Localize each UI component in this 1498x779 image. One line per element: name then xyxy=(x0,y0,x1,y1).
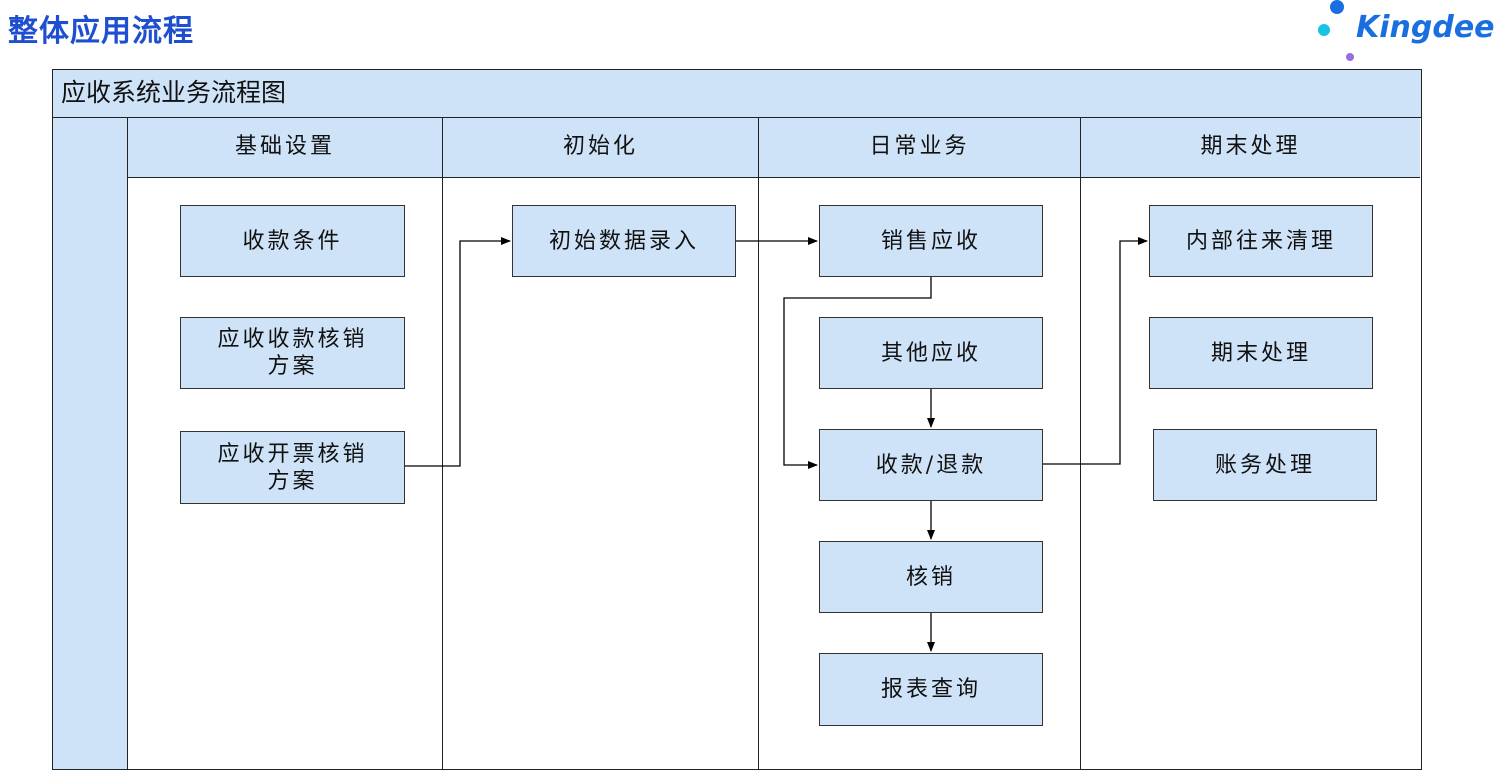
page-title: 整体应用流程 xyxy=(8,14,194,49)
node-payment-terms[interactable]: 收款条件 xyxy=(180,205,405,277)
left-lane-strip xyxy=(53,118,128,769)
node-ar-receipt-writeoff-scheme[interactable]: 应收收款核销 方案 xyxy=(180,317,405,389)
node-other-receivable[interactable]: 其他应收 xyxy=(819,317,1043,389)
lane-initialization: 初始化 xyxy=(443,118,759,769)
node-report-query[interactable]: 报表查询 xyxy=(819,653,1043,726)
logo-dot-blue xyxy=(1330,0,1344,14)
logo-dot-cyan xyxy=(1318,24,1330,36)
lane-header-daily-business: 日常业务 xyxy=(759,118,1080,178)
lane-period-end: 期末处理 xyxy=(1081,118,1420,769)
node-initial-data-entry[interactable]: 初始数据录入 xyxy=(512,205,736,277)
node-ar-invoice-writeoff-scheme[interactable]: 应收开票核销 方案 xyxy=(180,431,405,504)
logo-text: Kingdee xyxy=(1356,10,1495,45)
node-receipt-refund[interactable]: 收款/退款 xyxy=(819,429,1043,501)
node-internal-clearing[interactable]: 内部往来清理 xyxy=(1149,205,1373,277)
lane-header-basic-settings: 基础设置 xyxy=(128,118,442,178)
logo-dot-purple xyxy=(1346,53,1354,61)
lane-basic-settings: 基础设置 xyxy=(128,118,443,769)
lane-header-initialization: 初始化 xyxy=(443,118,758,178)
lane-header-period-end: 期末处理 xyxy=(1081,118,1420,178)
flowchart-title: 应收系统业务流程图 xyxy=(53,70,1421,118)
flowchart: 应收系统业务流程图 基础设置 初始化 日常业务 期末处理 xyxy=(52,69,1422,770)
node-accounting[interactable]: 账务处理 xyxy=(1153,429,1377,501)
kingdee-logo: Kingdee xyxy=(1308,0,1498,64)
node-period-end[interactable]: 期末处理 xyxy=(1149,317,1373,389)
node-writeoff[interactable]: 核销 xyxy=(819,541,1043,613)
node-sales-receivable[interactable]: 销售应收 xyxy=(819,205,1043,277)
